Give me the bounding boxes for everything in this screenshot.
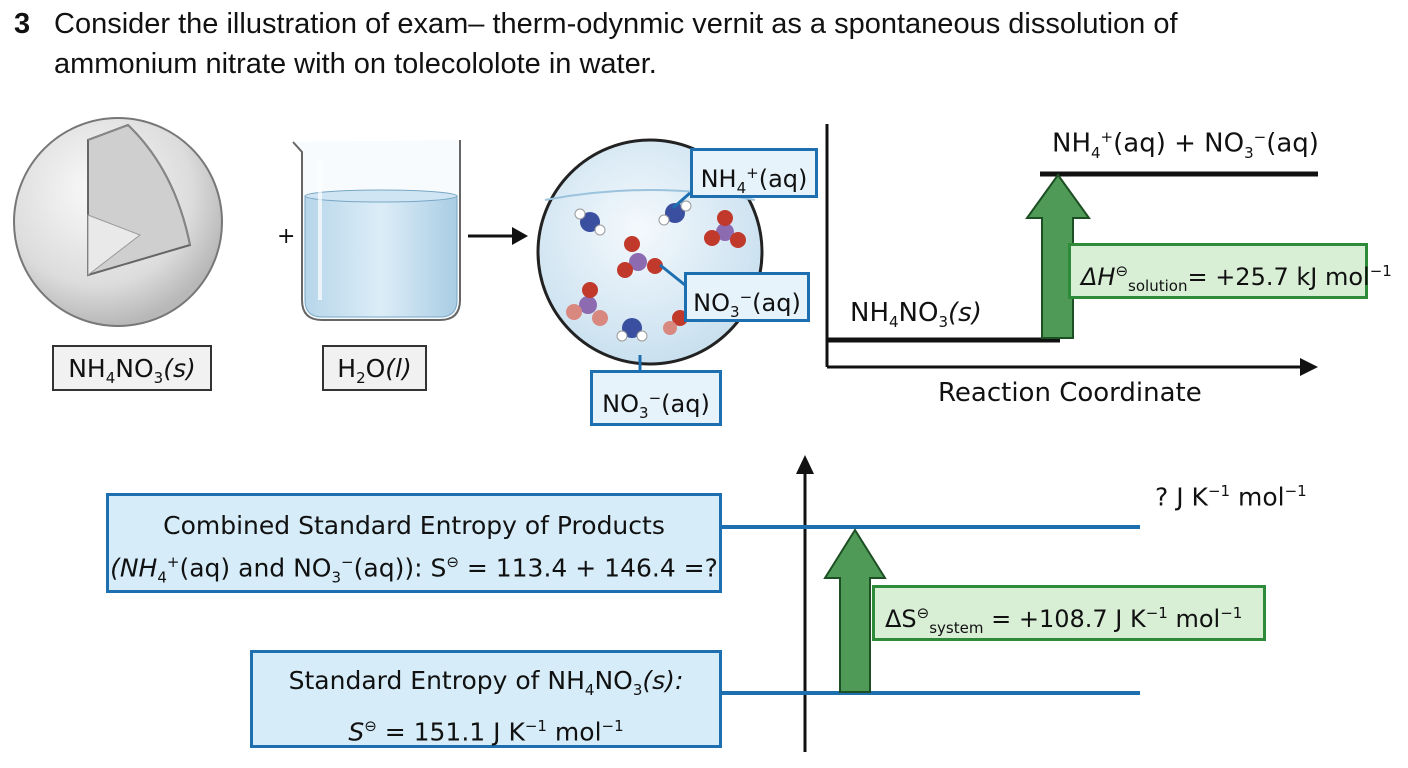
enthalpy-axes xyxy=(825,124,1318,376)
question-number: 3 xyxy=(14,8,31,40)
product-enthalpy-label: NH4+(aq) + NO3−(aq) xyxy=(1052,128,1319,162)
beaker-with-water xyxy=(292,140,461,321)
ammonium-nitrate-label: NH4NO3(s) xyxy=(52,345,212,391)
products-entropy-box: Combined Standard Entropy of Products (N… xyxy=(106,493,722,593)
question-line-1: Consider the illustration of exam– therm… xyxy=(54,8,1178,40)
reactant-enthalpy-label: NH4NO3(s) xyxy=(850,298,982,332)
nitrate-ion-label-a: NO3−(aq) xyxy=(684,272,810,322)
plus-sign: + xyxy=(277,224,295,249)
delta-h-solution-box: ΔH⊖solution= +25.7 kJ mol−1 xyxy=(1068,243,1392,299)
delta-s-system-box: ΔS⊖system = +108.7 J K−1 mol−1 xyxy=(872,585,1266,641)
products-entropy-formula: (NH4+(aq) and NO3−(aq)): S⊖ = 113.4 + 14… xyxy=(110,553,718,587)
water-label: H2O(l) xyxy=(322,345,427,391)
reactant-entropy-title: Standard Entropy of NH4NO3(s): xyxy=(288,666,684,699)
question-text: 3 Consider the illustration of exam– ther… xyxy=(14,4,1394,84)
reactant-entropy-value: S⊖ = 151.1 J K−1 mol−1 xyxy=(348,717,624,747)
entropy-axis xyxy=(796,455,814,752)
enthalpy-up-arrow xyxy=(1025,173,1091,339)
question-line-2: ammonium nitrate with on tolecololote in… xyxy=(54,48,657,80)
product-entropy-unknown-value: ? J K−1 mol−1 xyxy=(1155,482,1307,512)
reactant-entropy-box: Standard Entropy of NH4NO3(s): S⊖ = 151.… xyxy=(250,650,722,748)
ammonium-ion-label: NH4+(aq) xyxy=(690,148,818,198)
products-entropy-title: Combined Standard Entropy of Products xyxy=(163,511,665,540)
nitrate-ion-molecules xyxy=(566,210,746,335)
nh4-leader-line xyxy=(672,191,691,210)
ammonium-nitrate-crystal-sphere xyxy=(13,117,223,327)
nitrate-ion-label-b: NO3−(aq) xyxy=(590,370,722,426)
ammonium-ion-molecules xyxy=(574,200,692,342)
reaction-arrow xyxy=(468,227,528,245)
no3-leader-line-a xyxy=(659,263,686,287)
reaction-coordinate-label: Reaction Coordinate xyxy=(938,378,1202,408)
entropy-up-arrow xyxy=(823,528,887,693)
